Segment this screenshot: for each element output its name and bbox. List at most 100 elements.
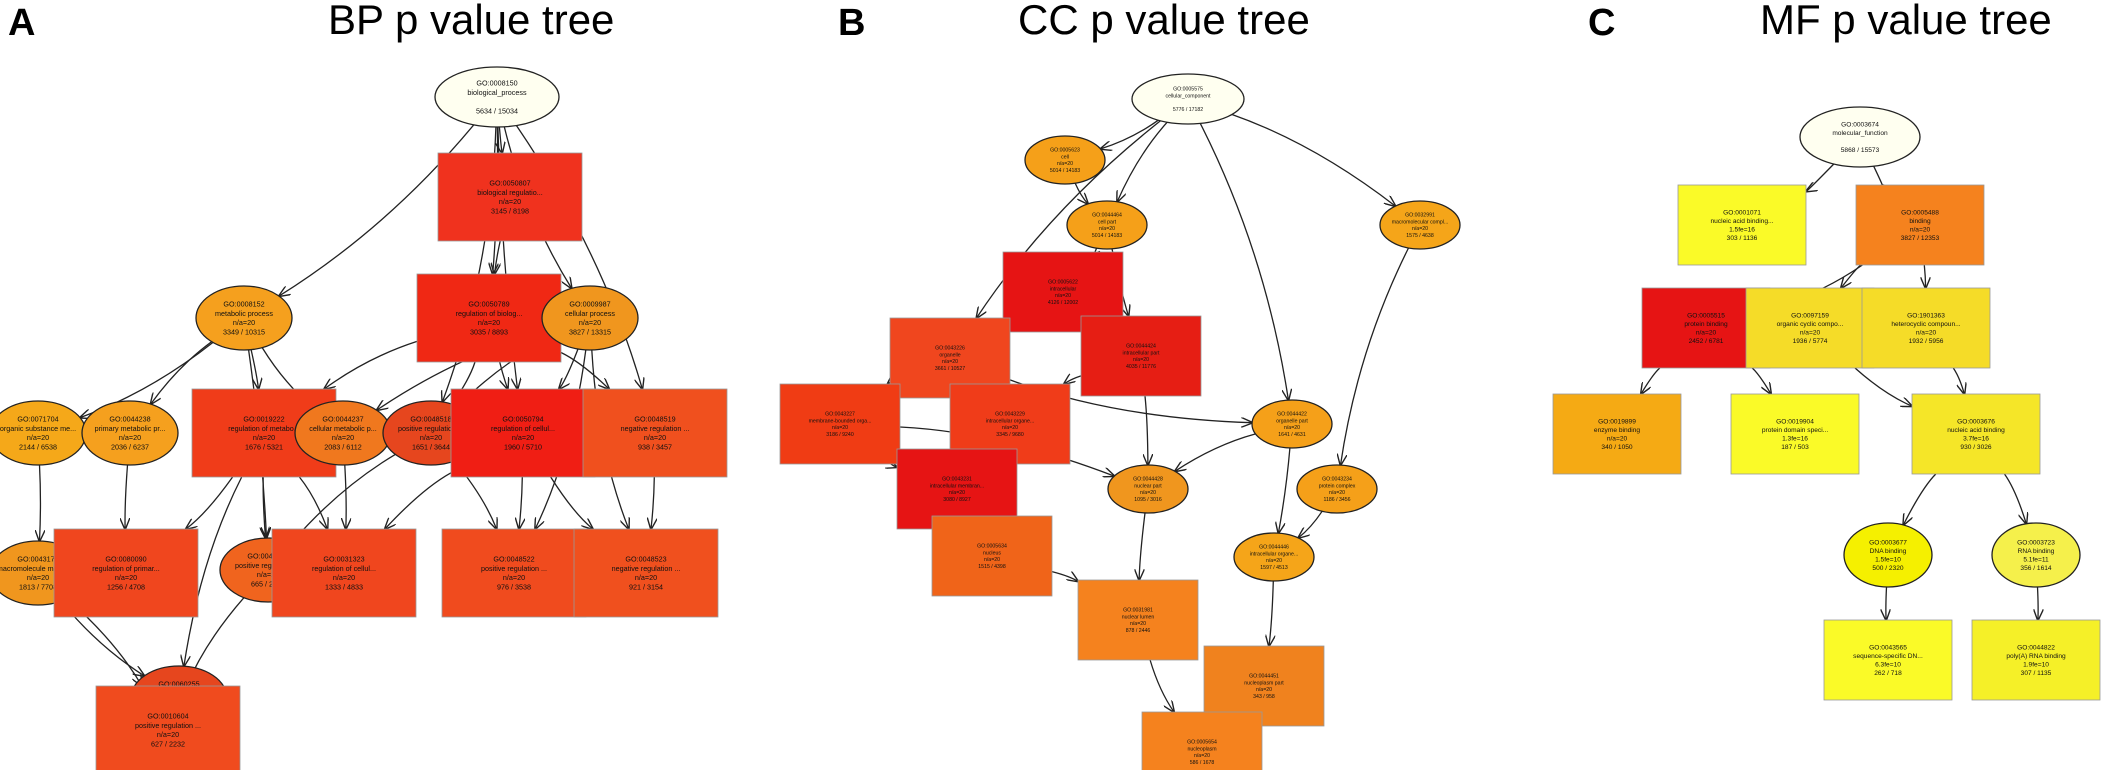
node-label-line: metabolic process [215,309,273,318]
node-label-line: n/a=20 [1002,425,1018,431]
edge-mf_n4-to-mf_n8 [1854,367,1912,406]
node-label-line: regulation of primar... [92,564,160,573]
node-label-line: GO:0003674 [1841,121,1879,128]
node-label-line: GO:0005515 [1687,312,1725,319]
edge-bp_n10-to-bp_n16 [519,476,522,529]
node-label-line: GO:0031323 [323,555,364,564]
node-label-line: GO:0048522 [493,555,534,564]
node-ellipse [195,285,293,351]
node-label-line: GO:0044422 [1277,412,1307,418]
node-label-line: n/a=20 [1412,226,1428,232]
edge-cc_root-to-cc_n5 [977,120,1161,318]
node-label-line: 3145 / 8198 [491,207,529,216]
node-ellipse [1024,135,1106,185]
node-label-line: GO:0060255 [158,680,199,689]
node-label-line: 3186 / 9240 [826,432,854,438]
node-label-line: 1813 / 7708 [19,583,57,592]
panel-title-mf: MF p value tree [1760,0,2052,43]
node-label-line: 1932 / 5956 [1909,338,1944,345]
node-label-line: organelle [939,352,960,358]
node-label-line: nuclear part [1134,483,1162,489]
node-label-line: GO:0044424 [1126,344,1156,350]
node-label-line: n/a=20 [832,425,848,431]
node-label-line: n/a=20 [420,433,442,442]
node-label-line: GO:0044446 [1259,545,1289,551]
node-label-line: n/a=20 [119,433,141,442]
node-label-line: binding [1909,218,1931,225]
edge-mf_n8-to-mf_n9 [1903,473,1937,525]
node-label-line: 665 / 2285 [251,580,285,589]
node-label-line: GO:0043565 [1869,644,1907,651]
node-label-line: intracellular organe... [1250,551,1298,557]
node-label-line: n/a=20 [253,433,275,442]
node-ellipse [541,285,639,351]
edge-bp_n7-to-bp_n15 [298,476,327,529]
edge-cc_n13-to-cc_n16 [1269,580,1273,646]
edge-bp_n8-to-bp_n15 [345,464,346,529]
node-label-line: GO:0080090 [105,555,146,564]
node-label-line: n/a=20 [1607,436,1628,443]
node-label-line: GO:0043234 [1322,477,1352,483]
node-label-line: 5634 / 15034 [476,107,518,116]
node-label-line: regulation of cellul... [312,564,376,573]
node-ellipse [1107,464,1189,514]
node-label-line: 2083 / 6112 [324,443,361,452]
node-label-line: n/a=20 [635,573,657,582]
node-label-line: 5868 / 15573 [1841,147,1880,154]
node-box [271,528,417,618]
node-ellipse [1251,399,1333,449]
node-label-line: DNA binding [1870,548,1907,555]
node-label-line: 6.3fe=10 [1875,662,1901,669]
node-label-line: cellular metabolic p... [309,424,377,433]
node-box [1861,287,1991,369]
node-ellipse [434,66,560,128]
panel-title-cc: CC p value tree [1018,0,1310,43]
node-label-line: 303 / 1136 [1727,235,1758,242]
node-label-line: 5.1fe=11 [2023,557,2049,564]
node-label-line: 586 / 1678 [1190,760,1215,766]
node-label-line: membrane-bounded orga... [809,418,872,424]
node-label-line: biological_process [467,88,527,97]
node-label-line: 3661 / 10527 [935,366,965,372]
edge-bp_n10-to-bp_n15 [385,472,452,529]
node-label-line: positive regulation ... [398,424,464,433]
node-box [1745,287,1875,369]
node-ellipse [1379,200,1461,250]
node-label-line: n/a=20 [984,557,1000,563]
node-label-line: nucleoplasm [1187,746,1216,752]
node-label-line: organic cyclic compo... [1777,321,1844,328]
panel-letter-b: B [838,2,866,44]
node-label-line: 1095 / 3016 [1134,497,1162,503]
node-label-line: 3349 / 10315 [223,328,265,337]
node-box [1552,393,1682,475]
node-label-line: 3.7fe=16 [1963,436,1989,443]
panel-title-bp: BP p value tree [328,0,615,43]
edge-cc_n15-to-cc_n17 [1149,659,1174,712]
node-ellipse [1799,106,1921,168]
edge-mf_n3-to-mf_n7 [1751,367,1771,394]
edge-cc_n1-to-cc_n2 [1074,182,1088,204]
node-label-line: cell part [1098,219,1117,225]
node-box [1911,393,2041,475]
node-label-line: GO:0043227 [825,412,855,418]
edge-cc_root-to-cc_n1 [1101,119,1159,149]
node-label-line: 1651 / 3644 [412,443,450,452]
node-label-line: protein complex [1319,483,1356,489]
node-label-line: GO:0043229 [995,412,1025,418]
node-label-line: GO:0044238 [109,415,150,424]
node-label-line: 307 / 1135 [2021,670,2052,677]
